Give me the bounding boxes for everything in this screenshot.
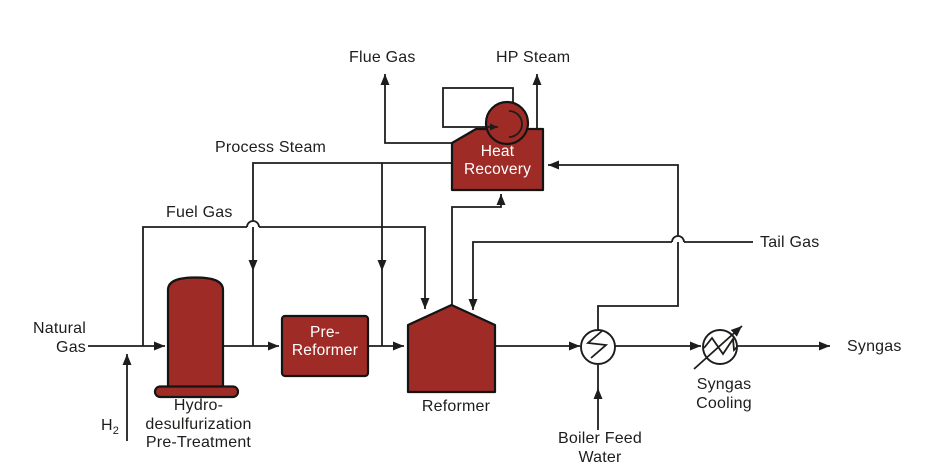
heat-recovery-body — [450, 127, 545, 192]
boiler-feed-water-label: Boiler Feed Water — [546, 430, 654, 467]
syngas-cooling-label-line2: Cooling — [696, 394, 752, 412]
pre-reformer-label: Pre- Reformer — [282, 324, 368, 360]
process-steam-label: Process Steam — [215, 139, 327, 156]
reformer-flue-line — [451, 194, 506, 305]
flue-gas-line — [380, 74, 452, 144]
reformer-shape — [406, 303, 497, 394]
blower-vane-arc — [508, 110, 523, 138]
tail-gas-jump-arc — [671, 235, 685, 243]
pre-reformer-label-line1: Pre- — [309, 324, 341, 341]
natural-gas-label-line2: Gas — [56, 338, 86, 356]
h2-label: H2 — [101, 417, 119, 441]
bfw-exchanger-coil — [585, 330, 609, 359]
h2-subscript: 2 — [112, 425, 120, 437]
syngas-label: Syngas — [847, 338, 902, 355]
syngas-cooler-coil — [703, 336, 738, 356]
tail-gas-label: Tail Gas — [760, 234, 820, 251]
hds-vessel — [166, 276, 225, 389]
syngas-cooling-label-line1: Syngas — [696, 376, 752, 393]
fuel-gas-jump-arc — [246, 220, 260, 228]
hds-label: Hydro- desulfurization Pre-Treatment — [128, 397, 269, 453]
flue-gas-label: Flue Gas — [349, 49, 416, 66]
hds-vessel-flange — [153, 385, 240, 399]
boiler-feed-water-label-line1: Boiler Feed — [557, 430, 643, 447]
pre-reformer-label-line2: Reformer — [291, 342, 359, 359]
bfw-exchanger-circle — [580, 329, 616, 365]
heat-recovery-label-line2: Recovery — [463, 161, 532, 178]
heat-recovery-label: Heat Recovery — [452, 143, 543, 179]
line-crossover-jumps — [246, 220, 685, 243]
hds-label-line1: Hydro- — [173, 397, 224, 414]
steam-riser-line — [548, 160, 679, 330]
tail-gas-line-b — [468, 241, 672, 310]
syngas-cooler-duty-arrow — [693, 325, 743, 370]
hds-label-line3: Pre-Treatment — [145, 434, 252, 451]
process-steam-line — [248, 162, 452, 271]
hp-steam-label: HP Steam — [496, 49, 571, 66]
hds-label-line2: desulfurization — [145, 415, 252, 433]
heat-recovery-label-line1: Heat — [480, 143, 515, 160]
pre-reformer-box — [280, 314, 370, 378]
fuel-gas-line-b — [259, 226, 430, 309]
stream-lines — [88, 74, 830, 441]
natural-gas-label: Natural Gas — [18, 320, 86, 357]
fuel-gas-line-a — [142, 226, 247, 346]
boiler-feed-water-label-line2: Water — [578, 448, 622, 466]
syngas-cooling-label: Syngas Cooling — [683, 376, 765, 413]
equipment-shapes — [153, 87, 743, 399]
fuel-gas-label: Fuel Gas — [166, 204, 233, 221]
reformer-label: Reformer — [421, 398, 491, 415]
natural-gas-label-line1: Natural — [33, 320, 86, 337]
h2-symbol: H — [101, 417, 113, 434]
